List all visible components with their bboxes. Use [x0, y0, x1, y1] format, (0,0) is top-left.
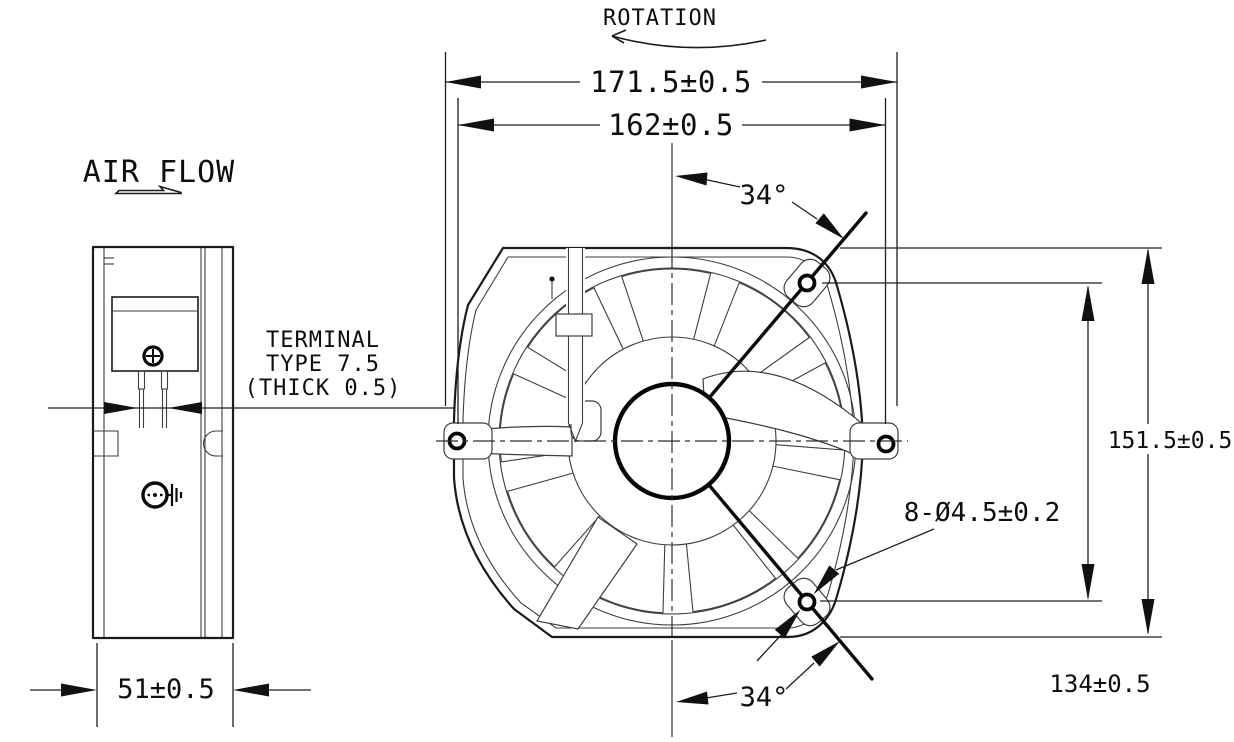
width-overall-label: 171.5±0.5 — [590, 65, 752, 99]
terminal-pin-left — [137, 370, 146, 390]
side-view-body-outline — [91, 245, 235, 640]
mounting-hole-bottom-right — [797, 592, 817, 612]
terminal-pin-right — [160, 370, 169, 390]
wire-anchor-dot — [549, 276, 555, 282]
wire-clip — [555, 313, 593, 337]
width-hole-spacing-label: 162±0.5 — [608, 108, 734, 142]
ground-symbol-icon — [141, 481, 183, 509]
air-flow-arrow-icon — [114, 184, 182, 195]
height-overall-label: 151.5±0.5 — [1108, 428, 1233, 454]
terminal-box-outline — [111, 296, 199, 372]
mounting-hole-top-right — [797, 273, 817, 293]
hole-axis-ray-top — [707, 211, 868, 400]
mounting-holes-label: 8-Ø4.5±0.2 — [904, 498, 1061, 528]
side-latch-left — [93, 430, 119, 457]
terminal-arrow-right — [168, 402, 202, 414]
hole-callout: 8-Ø4.5±0.2 — [756, 498, 1061, 662]
front-view-dimensions: ROTATION 171.5±0.5 162±0.5 34° — [444, 6, 1233, 713]
angle-dim-bottom: 34° — [676, 641, 840, 713]
mounting-hole-right — [876, 434, 896, 454]
angle-top-label: 34° — [740, 180, 789, 211]
rotation-label: ROTATION — [603, 6, 717, 31]
angle-dim-top: 34° — [675, 172, 844, 239]
side-latch-right — [202, 430, 223, 457]
terminal-note-line2: TYPE 7.5 — [266, 352, 380, 377]
height-hole-spacing-label: 134±0.5 — [1049, 670, 1150, 698]
air-flow-label: AIR FLOW — [83, 155, 236, 190]
angle-bottom-label: 34° — [740, 682, 789, 713]
hole-axis-ray-bottom — [707, 483, 874, 681]
terminal-note-line1: TERMINAL — [266, 328, 380, 353]
depth-arrow-right — [233, 683, 269, 697]
wire-strut — [549, 248, 602, 443]
terminal-arrow-left — [104, 402, 138, 414]
centerlines — [436, 143, 908, 737]
rotation-arrow-icon — [611, 29, 767, 49]
side-view — [91, 245, 235, 640]
support-arm-lower-left — [536, 516, 638, 630]
terminal-screw-icon — [142, 345, 164, 367]
depth-arrow-left — [61, 683, 97, 697]
side-view-dimensions: AIR FLOW TERMINAL TYPE 7.5 (THICK 0.5) 5… — [30, 155, 492, 727]
terminal-note-line3: (THICK 0.5) — [245, 376, 402, 401]
depth-dim-label: 51±0.5 — [117, 674, 215, 705]
